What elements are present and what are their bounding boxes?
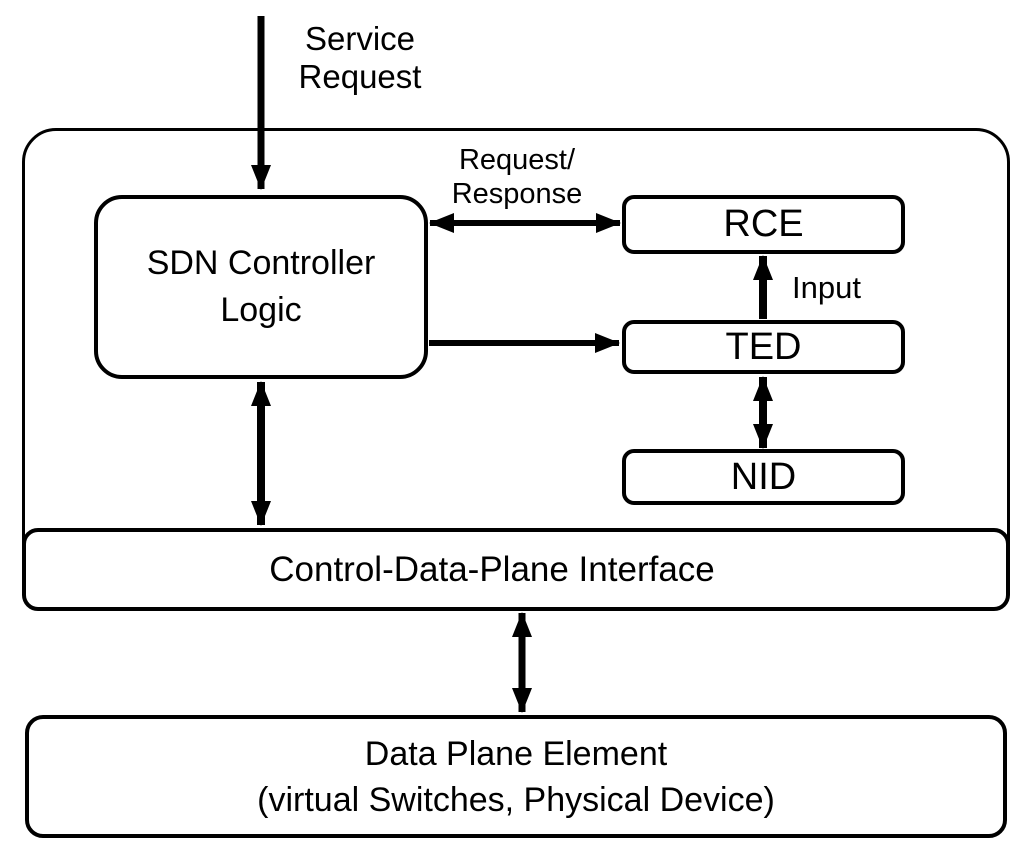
sdn-controller-logic-box: SDN Controller Logic bbox=[94, 195, 428, 379]
sdn-controller-logic-label: SDN Controller Logic bbox=[146, 244, 376, 329]
nid-label: NID bbox=[730, 455, 797, 498]
request-response-line2: Response bbox=[451, 178, 583, 210]
ted-box: TED bbox=[622, 320, 905, 374]
data-plane-element-line1: Data Plane Element bbox=[364, 734, 668, 773]
control-data-plane-interface-bar: Control-Data-Plane Interface bbox=[22, 528, 1010, 611]
service-request-label: Service Request bbox=[298, 20, 422, 95]
rce-box: RCE bbox=[622, 195, 905, 254]
nid-box: NID bbox=[622, 449, 905, 505]
ted-label: TED bbox=[725, 325, 802, 368]
input-label: Input bbox=[792, 270, 861, 305]
request-response-label: Request/ Response bbox=[446, 143, 588, 211]
request-response-line1: Request/ bbox=[458, 144, 576, 176]
control-data-plane-interface-label: Control-Data-Plane Interface bbox=[269, 549, 715, 589]
data-plane-element-box: Data Plane Element (virtual Switches, Ph… bbox=[25, 715, 1007, 838]
data-plane-element-label: Data Plane Element (virtual Switches, Ph… bbox=[257, 731, 775, 823]
rce-label: RCE bbox=[723, 203, 804, 245]
data-plane-element-line2: (virtual Switches, Physical Device) bbox=[257, 780, 775, 819]
